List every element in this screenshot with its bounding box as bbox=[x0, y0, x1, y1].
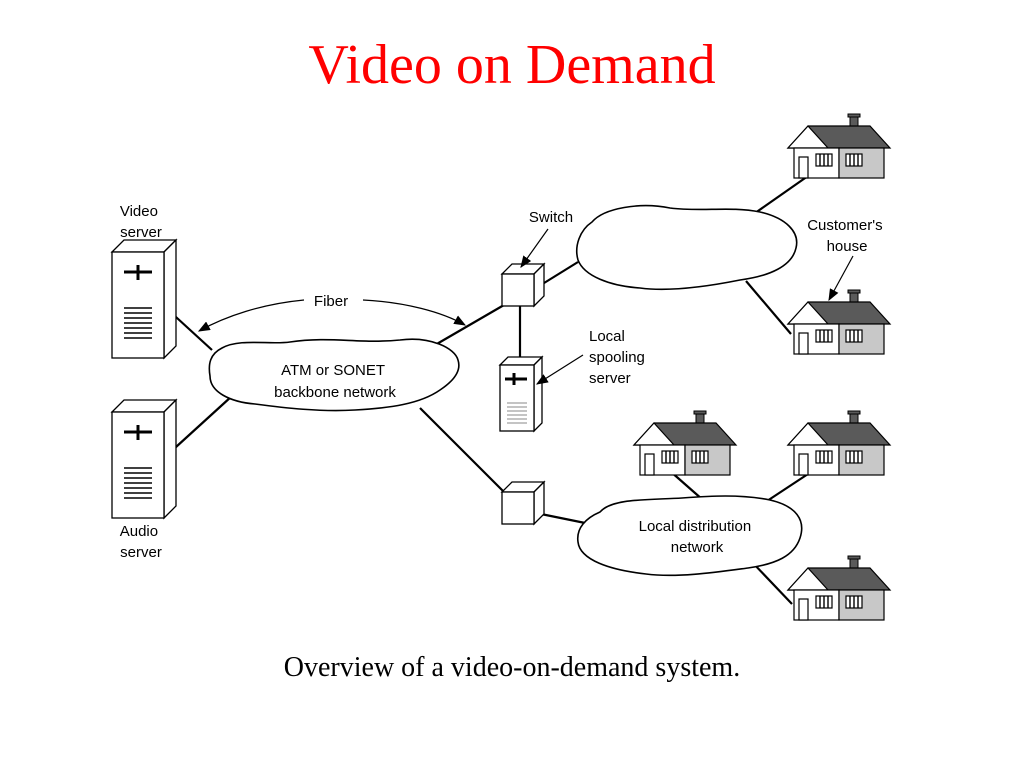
house-icon bbox=[787, 410, 891, 476]
switch-pointer bbox=[520, 228, 549, 268]
video-server-icon bbox=[110, 238, 178, 360]
lower-switch-icon bbox=[501, 481, 545, 525]
figure-caption: Overview of a video-on-demand system. bbox=[283, 652, 741, 683]
switch-label: Switch bbox=[529, 209, 573, 226]
audio-server-label: Audio server bbox=[120, 523, 163, 561]
house-pointer bbox=[828, 255, 854, 302]
fiber-label: Fiber bbox=[314, 293, 348, 310]
upper-switch-icon bbox=[501, 263, 545, 307]
house-icon bbox=[787, 555, 891, 621]
upper-distribution-cloud-icon bbox=[576, 204, 798, 291]
fiber-arrows bbox=[197, 299, 467, 332]
customers-house-label: Customer's house bbox=[807, 217, 887, 255]
slide-title: Video on Demand bbox=[308, 34, 716, 96]
local-distribution-cloud-icon bbox=[576, 495, 803, 577]
local-distribution-label: Local distribution network bbox=[639, 518, 756, 556]
video-server-label: Video server bbox=[120, 203, 162, 241]
backbone-label: ATM or SONET backbone network bbox=[274, 362, 396, 401]
local-spooling-server-icon bbox=[498, 355, 544, 433]
backbone-cloud-icon bbox=[208, 338, 460, 412]
spooling-pointer bbox=[535, 354, 584, 385]
house-icon bbox=[633, 410, 737, 476]
house-icon bbox=[787, 289, 891, 355]
house-icon bbox=[787, 113, 891, 179]
audio-server-icon bbox=[110, 398, 178, 520]
local-spooling-label: Local spooling server bbox=[589, 328, 649, 387]
